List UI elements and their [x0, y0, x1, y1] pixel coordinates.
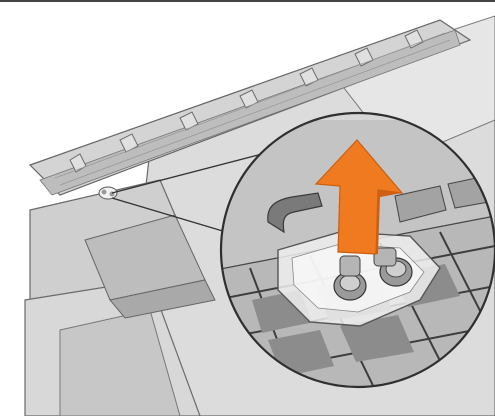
clip-screws: [333, 247, 413, 301]
lift-up-arrow-icon: [314, 139, 404, 255]
top-cover-icon: [28, 19, 472, 196]
callout-leader: [111, 153, 263, 233]
